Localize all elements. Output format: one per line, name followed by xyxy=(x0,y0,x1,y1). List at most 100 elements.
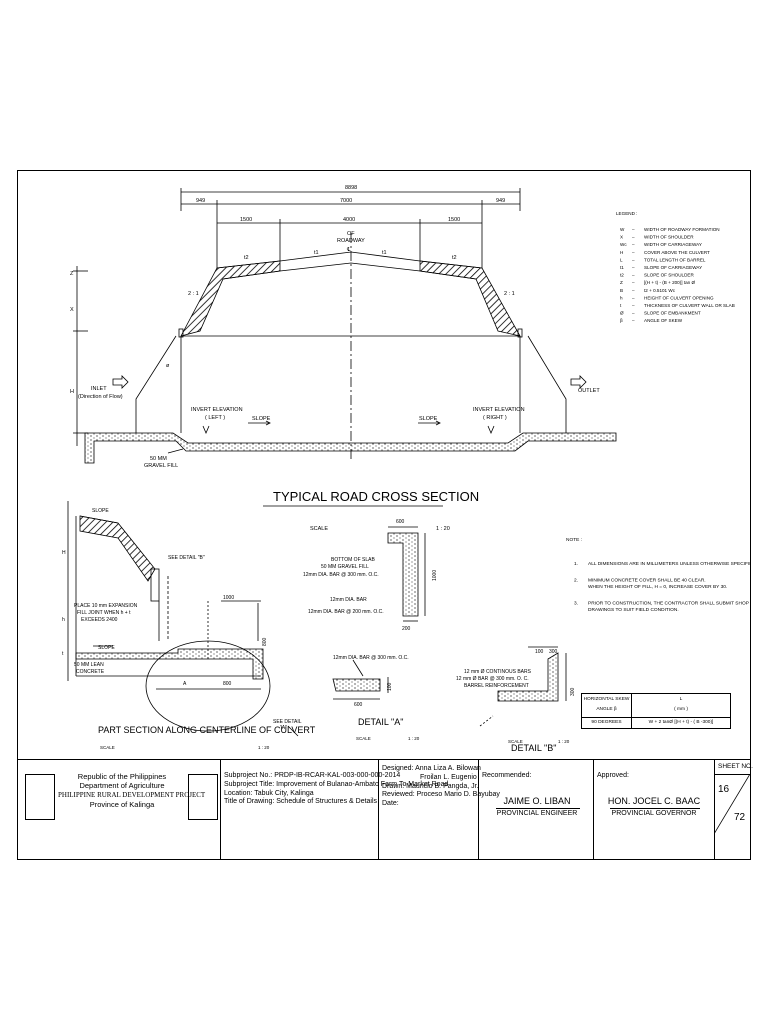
da-dim-1000: 1000 xyxy=(432,570,438,581)
cl-roadway: ROADWAY xyxy=(337,238,365,244)
recommended-label: Recommended: xyxy=(482,772,532,779)
legend-symbol: h xyxy=(620,295,623,300)
legend-dash: – xyxy=(632,318,635,323)
skew-header-1: HORIZONTAL SKEW xyxy=(583,697,630,702)
approved-name: HON. JOCEL C. BAAC xyxy=(607,796,701,806)
ps-expansion-3: EXCEEDS 2400 xyxy=(81,617,118,623)
legend-title: LEGEND : xyxy=(616,211,637,216)
reviewed: Reviewed: Proceso Mario D. Bayubay xyxy=(382,791,500,799)
invert-right: INVERT ELEVATION xyxy=(473,407,525,413)
invert-left: INVERT ELEVATION xyxy=(191,407,243,413)
agency-block: Republic of the Philippines Department o… xyxy=(58,772,206,809)
da-bar-300: 12mm DIA. BAR @ 300 mm. O.C. xyxy=(303,572,379,578)
legend-dash: – xyxy=(632,242,635,247)
title-block: Republic of the Philippines Department o… xyxy=(18,759,753,859)
legend-symbol: Wc xyxy=(620,242,627,247)
ps-see-a: SEE DETAIL xyxy=(273,719,302,725)
dim-side-right: 949 xyxy=(496,198,505,204)
db-dim-300: 300 xyxy=(549,649,558,655)
legend-dash: – xyxy=(632,273,635,278)
designer-block: Designed: Anna Liza A. Bilowan Froilan L… xyxy=(382,765,500,809)
cross-section-labels: 8898 949 7000 949 1500 4000 1500 OF ROAD… xyxy=(70,185,600,469)
legend-desc: t2 + 0.5101 Wc xyxy=(644,288,676,293)
date: Date: xyxy=(382,800,399,807)
legend-symbol: X xyxy=(620,235,623,240)
dim-shoulder-right: 1500 xyxy=(448,217,460,223)
slope-b: SLOPE xyxy=(419,416,438,422)
legend-symbol: β xyxy=(620,318,623,323)
legend-dash: – xyxy=(632,227,635,232)
part-section xyxy=(67,501,299,737)
part-section-labels: SLOPE SEE DETAIL "B" SEE DETAIL "A" PLAC… xyxy=(62,508,302,731)
note-number: 3. xyxy=(574,601,578,607)
legend-dash: – xyxy=(632,257,635,262)
ps-lean-1: 50 MM LEAN xyxy=(74,662,104,668)
approved-title: PROVINCIAL GOVERNOR xyxy=(611,810,697,817)
legend-symbol: W xyxy=(620,227,625,232)
skew-col-l: L xyxy=(679,697,683,702)
cross-section-title: TYPICAL ROAD CROSS SECTION xyxy=(273,489,479,504)
note-line: DRAWINGS TO SUIT FIELD CONDITION. xyxy=(588,607,679,613)
logo-right xyxy=(188,774,218,820)
detail-b-scale-value: 1 : 20 xyxy=(558,739,570,744)
legend: LEGEND :W–WIDTH OF ROADWAY FORMATIONX–WI… xyxy=(616,211,735,323)
sheet-number-box: 16 72 xyxy=(714,774,750,834)
db-dim-100: 100 xyxy=(535,649,544,655)
designed-1: Anna Liza A. Bilowan xyxy=(415,765,481,772)
legend-desc: SLOPE OF SHOULDER xyxy=(644,273,694,278)
designed-2: Froilan L. Eugenio xyxy=(420,773,477,781)
legend-desc: COVER ABOVE THE CULVERT xyxy=(644,250,710,255)
ps-dim-a: A xyxy=(183,681,187,687)
da-bar-top: 12mm DIA. BAR @ 300 mm. O.C. xyxy=(333,655,409,661)
da-bottom-slab: BOTTOM OF SLAB xyxy=(331,557,375,563)
note-line: ALL DIMENSIONS ARE IN MILLIMETERS UNLESS… xyxy=(588,561,750,567)
label-x: X xyxy=(70,307,74,313)
skew-col-mm: ( mm ) xyxy=(674,707,688,712)
legend-dash: – xyxy=(632,280,635,285)
notes: NOTE :1.ALL DIMENSIONS ARE IN MILLIMETER… xyxy=(566,537,750,613)
part-section-scale-label: SCALE xyxy=(100,745,115,750)
slope-right: 2 : 1 xyxy=(504,291,515,297)
agency-line-3: PHILIPPINE RURAL DEVELOPMENT PROJECT xyxy=(58,790,206,799)
note-number: 1. xyxy=(574,561,578,567)
approved-label: Approved: xyxy=(597,772,629,779)
t2-right: t2 xyxy=(452,255,457,261)
da-dim-200: 200 xyxy=(402,626,411,632)
legend-symbol: B xyxy=(620,288,623,293)
ps-see-a2: "A" xyxy=(280,725,287,731)
db-dim-300v: 300 xyxy=(570,687,576,696)
part-section-title: PART SECTION ALONG CENTERLINE OF CULVERT xyxy=(98,725,316,735)
legend-symbol: Ø xyxy=(620,311,624,316)
legend-dash: – xyxy=(632,235,635,240)
legend-dash: – xyxy=(632,250,635,255)
legend-desc: HEIGHT OF CULVERT OPENING xyxy=(644,295,714,300)
t1-left: t1 xyxy=(314,250,319,256)
dim-carriageway: 4000 xyxy=(343,217,355,223)
da-dim-600: 600 xyxy=(396,519,405,525)
gravel-label-1: 50 MM xyxy=(150,456,167,462)
label-theta: ø xyxy=(166,363,170,369)
sheet-number: 16 xyxy=(718,784,730,795)
da-bar-200: 12mm DIA. BAR @ 200 mm. O.C. xyxy=(308,609,384,615)
cross-section-scale-value: 1 : 20 xyxy=(436,526,450,532)
legend-desc: SLOPE OF EMBANKMENT xyxy=(644,311,701,316)
slope-left: 2 : 1 xyxy=(188,291,199,297)
skew-row-formula: W + 2 tanØ [(H + t) - ( B -300)] xyxy=(648,720,714,725)
da-bar-12: 12mm DIA. BAR xyxy=(330,597,367,603)
ps-h-big: H xyxy=(62,550,66,556)
slope-a: SLOPE xyxy=(252,416,271,422)
db-reinf: BARREL REINFORCEMENT xyxy=(464,683,529,689)
ps-expansion-2: FILL JOINT WHEN h + t xyxy=(77,610,131,616)
legend-symbol: t1 xyxy=(620,265,624,270)
legend-symbol: Z xyxy=(620,280,623,285)
legend-symbol: t xyxy=(620,303,622,308)
legend-dash: – xyxy=(632,295,635,300)
dim-total: 8898 xyxy=(345,185,357,191)
ps-dim-1000: 1000 xyxy=(223,595,234,601)
legend-symbol: t2 xyxy=(620,273,624,278)
inlet-sub: (Direction of Flow) xyxy=(78,394,123,400)
ps-see-b: SEE DETAIL "B" xyxy=(168,555,205,561)
road-cross-section xyxy=(73,188,617,464)
cl-symbol: ℄ xyxy=(347,246,351,253)
label-h: H xyxy=(70,389,74,395)
